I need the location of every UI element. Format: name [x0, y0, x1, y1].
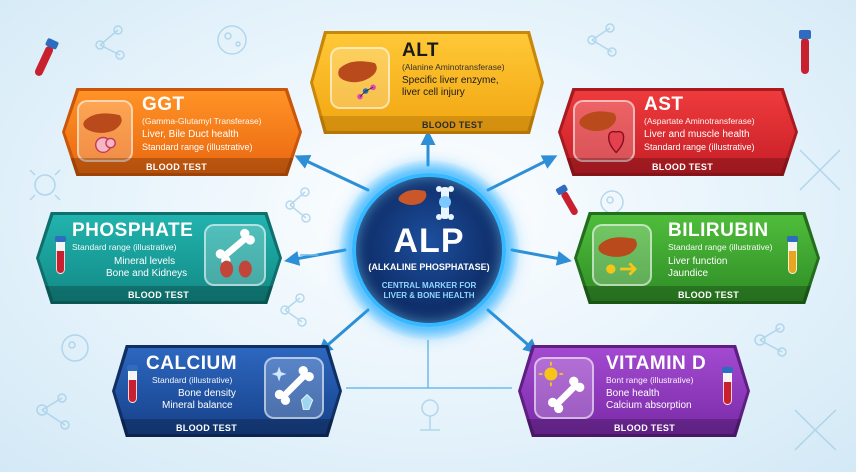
liver-bile-duct-icon [77, 100, 133, 162]
card-subtitle: Standard range (illustrative) [72, 242, 177, 252]
card-desc-line1: Bone health [606, 388, 660, 399]
ast-card: AST (Aspartate Aminotransferase) Liver a… [558, 88, 798, 176]
arrow-to-vitamin-d [486, 308, 539, 354]
card-footer: BLOOD TEST [36, 286, 282, 304]
card-subtitle: (Alanine Aminotransferase) [402, 62, 505, 72]
card-title: ALT [402, 40, 440, 61]
arrow-to-bilirubin [510, 248, 572, 266]
card-desc-line1: Liver and muscle health [644, 129, 750, 140]
card-desc-line2: Mineral balance [162, 400, 233, 411]
bilirubin-card: BILIRUBIN Standard range (illustrative) … [574, 212, 820, 304]
test-tube-icon [556, 184, 578, 215]
card-subtitle: (Gamma-Glutamyl Transferase) [142, 116, 262, 126]
center-desc-line2: LIVER & BONE HEALTH [383, 290, 475, 300]
card-footer: BLOOD TEST [574, 286, 820, 304]
molecule-icon [280, 293, 307, 327]
test-tube-icon [799, 30, 811, 74]
card-subtitle: (Aspartate Aminotransferase) [644, 116, 755, 126]
card-desc-line1: Liver function [668, 256, 728, 267]
blood-vial-icon [722, 367, 733, 405]
bacteria-icon [29, 169, 61, 201]
center-glow-line [346, 340, 429, 389]
card-footer: BLOOD TEST [62, 158, 302, 176]
microscope-icon [420, 399, 440, 431]
dna-icon [799, 149, 841, 191]
arrow-to-calcium [317, 308, 370, 354]
card-footer: BLOOD TEST [518, 419, 750, 437]
liver-jaundice-icon [592, 224, 652, 286]
bone-crystal-icon [264, 357, 324, 419]
ggt-card: GGT (Gamma-Glutamyl Transferase) Liver, … [62, 88, 302, 176]
card-title: BILIRUBIN [668, 220, 769, 241]
card-desc-line1: Liver, Bile Duct health [142, 129, 239, 140]
card-desc-line2: liver cell injury [402, 87, 465, 98]
card-desc-line1: Specific liver enzyme, [402, 75, 499, 86]
phosphate-card: PHOSPHATE Standard range (illustrative) … [36, 212, 282, 304]
center-title: ALP [393, 222, 465, 260]
dna-icon [794, 409, 837, 451]
card-footer: BLOOD TEST [310, 116, 544, 134]
molecule-icon [285, 187, 311, 223]
liver-heart-icon [573, 100, 635, 162]
molecule-icon [587, 23, 617, 57]
vitamin-d-card: VITAMIN D Bont range (illustrative) Bone… [518, 345, 750, 437]
molecule-icon [95, 25, 125, 60]
center-subtitle: (ALKALINE PHOSPHATASE) [368, 262, 490, 272]
card-title: PHOSPHATE [72, 220, 194, 241]
card-desc-line2: Bone and Kidneys [106, 268, 188, 279]
card-subtitle: Standard (illustrative) [152, 375, 233, 385]
card-desc-line1: Bone density [178, 388, 236, 399]
card-title: GGT [142, 94, 185, 115]
sun-bone-icon [534, 357, 594, 419]
arrow-to-ggt [294, 155, 370, 192]
liver-bone-icon [398, 186, 454, 220]
bone-joint-icon [436, 186, 454, 220]
center-circle [352, 173, 506, 327]
calcium-card: CALCIUM Standard (illustrative) Bone den… [112, 345, 342, 437]
card-title: CALCIUM [146, 353, 238, 374]
alt-card: ALT (Alanine Aminotransferase) Specific … [310, 31, 544, 134]
card-title: VITAMIN D [606, 353, 707, 374]
center-description: CENTRAL MARKER FOR LIVER & BONE HEALTH [370, 281, 488, 300]
blood-vial-icon [787, 236, 798, 274]
cell-icon [217, 25, 247, 55]
card-desc-line2: Calcium absorption [606, 400, 692, 411]
card-subtitle: Bont range (illustrative) [606, 375, 694, 385]
card-desc-line2: Standard range (illustrative) [142, 142, 253, 152]
center-desc-line1: CENTRAL MARKER FOR [381, 281, 477, 290]
blood-vial-icon [127, 365, 138, 403]
arrow-to-ast [486, 155, 558, 192]
liver-enzyme-icon [330, 47, 390, 109]
liver-icon [398, 189, 427, 205]
card-desc-line2: Jaundice [668, 268, 709, 279]
molecule-icon [36, 393, 70, 430]
blood-vial-icon [55, 236, 66, 274]
card-subtitle: Standard range (illustrative) [668, 242, 773, 252]
card-footer: BLOOD TEST [112, 419, 342, 437]
card-title: AST [644, 94, 684, 115]
card-desc-line1: Mineral levels [114, 256, 176, 267]
cell-icon [61, 334, 89, 362]
card-footer: BLOOD TEST [558, 158, 798, 176]
card-desc-line2: Standard range (illustrative) [644, 142, 755, 152]
bone-kidney-icon [204, 224, 266, 286]
test-tube-icon [34, 38, 59, 76]
molecule-icon [754, 323, 787, 357]
